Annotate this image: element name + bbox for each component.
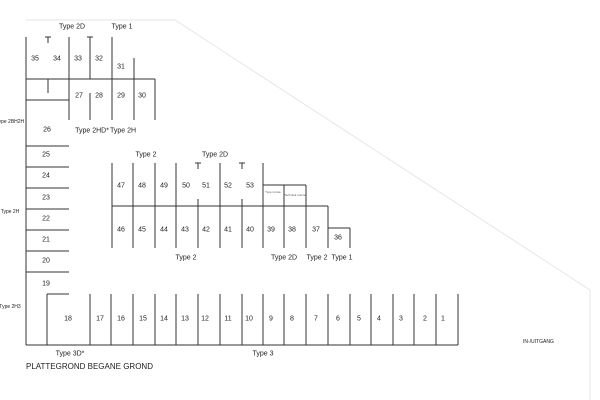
unit-18: 18 [64, 315, 72, 323]
unit-29: 29 [117, 92, 125, 100]
unit-45: 45 [138, 226, 146, 234]
type-label: Type 2D [58, 23, 86, 31]
type-label: Type 3D* [55, 350, 85, 358]
unit-38: 38 [288, 226, 296, 234]
unit-50: 50 [182, 182, 190, 190]
type-label: Type 1 [111, 23, 133, 31]
unit-35: 35 [31, 55, 39, 63]
technical-room-label: Techniek ruimte [284, 193, 306, 197]
type-label: Type 3 [252, 350, 274, 358]
unit-9: 9 [269, 315, 273, 323]
unit-16: 16 [117, 315, 125, 323]
type-label: Type 2HD* [75, 127, 109, 135]
unit-43: 43 [181, 226, 189, 234]
unit-1: 1 [441, 315, 445, 323]
unit-51: 51 [202, 182, 210, 190]
unit-42: 42 [202, 226, 210, 234]
unit-27: 27 [75, 92, 83, 100]
unit-26: 26 [43, 126, 51, 134]
unit-11: 11 [224, 315, 232, 323]
unit-39: 39 [267, 226, 275, 234]
unit-40: 40 [246, 226, 254, 234]
type-label: Type 2H [109, 127, 137, 135]
type-label: Type 2 [175, 254, 197, 262]
unit-37: 37 [312, 226, 320, 234]
type-label: Type 2 [135, 151, 157, 159]
unit-47: 47 [117, 182, 125, 190]
unit-52: 52 [224, 182, 232, 190]
type-label: Type 1 [331, 254, 353, 262]
type-label: Type 2D [270, 254, 298, 262]
unit-21: 21 [42, 236, 50, 244]
unit-2: 2 [423, 315, 427, 323]
unit-53: 53 [246, 182, 254, 190]
unit-8: 8 [290, 315, 294, 323]
unit-6: 6 [336, 315, 340, 323]
unit-34: 34 [53, 55, 61, 63]
unit-19: 19 [42, 280, 50, 288]
unit-44: 44 [160, 226, 168, 234]
unit-17: 17 [96, 315, 104, 323]
unit-4: 4 [377, 315, 381, 323]
entrance-label: IN-/UITGANG [523, 339, 554, 345]
unit-30: 30 [138, 92, 146, 100]
unit-13: 13 [181, 315, 189, 323]
unit-41: 41 [224, 226, 232, 234]
unit-24: 24 [42, 172, 50, 180]
unit-28: 28 [95, 92, 103, 100]
unit-23: 23 [42, 194, 50, 202]
unit-36: 36 [334, 234, 342, 242]
unit-22: 22 [42, 215, 50, 223]
unit-33: 33 [74, 55, 82, 63]
unit-46: 46 [117, 226, 125, 234]
unit-5: 5 [357, 315, 361, 323]
unit-48: 48 [138, 182, 146, 190]
room-label: Type ruimte [265, 190, 281, 194]
side-type-label: Type 2H3 [0, 304, 21, 310]
side-type-label: Type 2BH2H [0, 119, 25, 125]
unit-7: 7 [314, 315, 318, 323]
site-boundary [174, 19, 591, 291]
type-label: Type 2D [201, 151, 229, 159]
side-type-label: Type 2H [0, 209, 20, 215]
unit-3: 3 [399, 315, 403, 323]
unit-32: 32 [95, 55, 103, 63]
unit-15: 15 [139, 315, 147, 323]
plan-title: PLATTEGROND BEGANE GROND [26, 362, 153, 371]
unit-12: 12 [201, 315, 209, 323]
type-label: Type 2 [306, 254, 328, 262]
unit-14: 14 [160, 315, 168, 323]
unit-25: 25 [42, 151, 50, 159]
unit-20: 20 [42, 257, 50, 265]
unit-10: 10 [245, 315, 253, 323]
unit-31: 31 [117, 63, 125, 71]
unit-49: 49 [160, 182, 168, 190]
